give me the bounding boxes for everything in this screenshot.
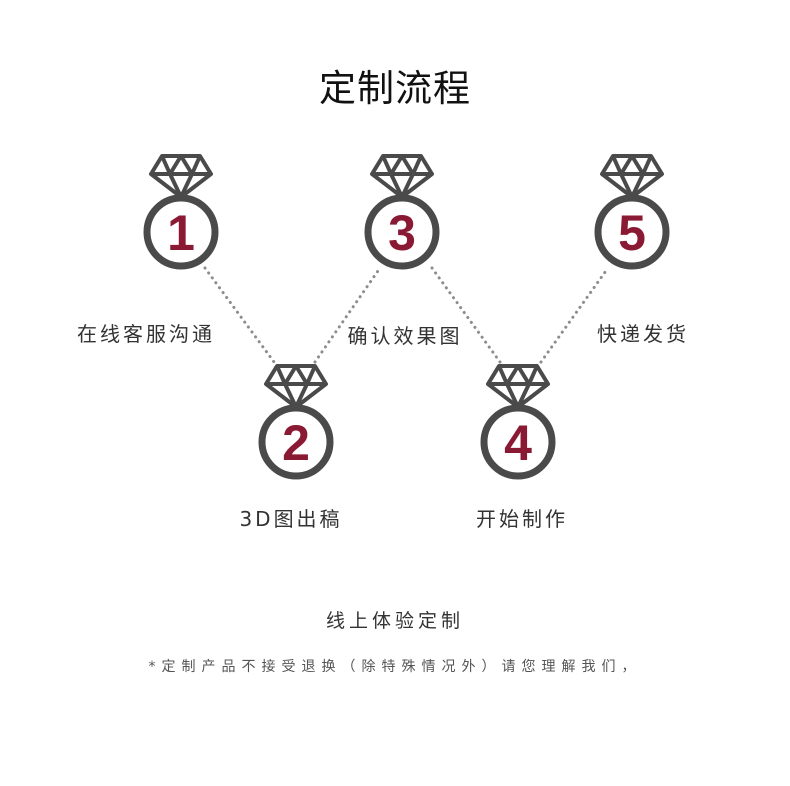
step-4-label: 开始制作	[476, 507, 568, 531]
connector-1-2	[203, 266, 276, 364]
footer-heading: 线上体验定制	[325, 610, 464, 632]
connector-3-4	[430, 266, 502, 364]
step-number: 1	[167, 205, 195, 261]
step-2-diamond-ring-icon: 2	[262, 366, 330, 476]
connector-2-3	[313, 266, 382, 364]
step-1-diamond-ring-icon: 1	[147, 156, 215, 266]
step-5-diamond-ring-icon: 5	[598, 156, 666, 266]
step-1-label: 在线客服沟通	[77, 322, 215, 346]
step-2-label: 3D图出稿	[239, 507, 343, 531]
step-number: 4	[504, 415, 532, 471]
footer-disclaimer: *定制产品不接受退换（除特殊情况外）请您理解我们，	[148, 659, 642, 675]
step-number: 3	[388, 205, 416, 261]
step-number: 5	[618, 205, 646, 261]
step-4-diamond-ring-icon: 4	[484, 366, 552, 476]
step-5-label: 快递发货	[597, 322, 689, 346]
connector-4-5	[539, 266, 610, 364]
step-number: 2	[282, 415, 310, 471]
page-title: 定制流程	[319, 67, 471, 110]
step-3-label: 确认效果图	[347, 324, 463, 348]
step-3-diamond-ring-icon: 3	[368, 156, 436, 266]
